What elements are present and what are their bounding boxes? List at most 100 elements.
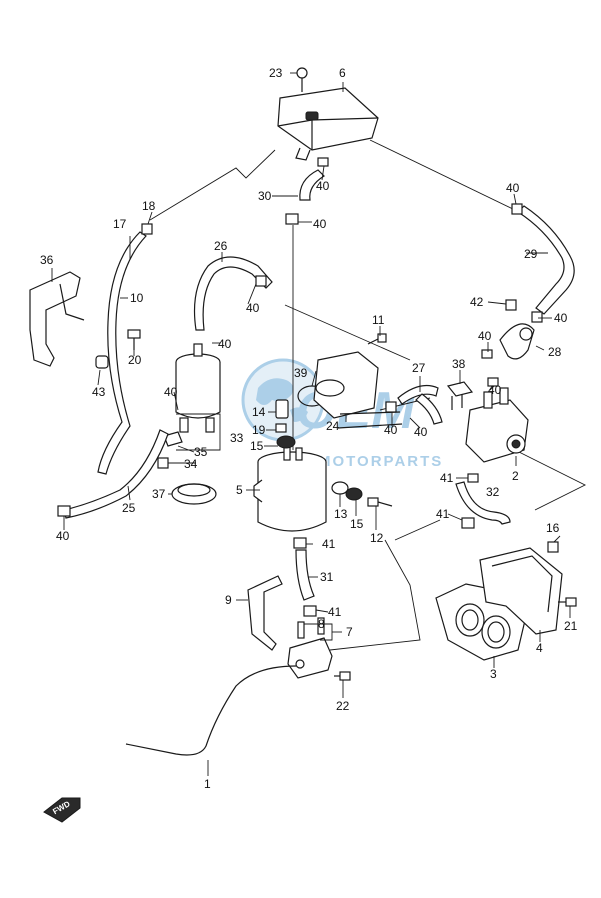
callout-9: 9	[225, 593, 232, 607]
callout-14: 14	[252, 405, 266, 419]
callout-40: 40	[488, 383, 502, 397]
callout-37: 37	[152, 487, 166, 501]
callout-41: 41	[322, 537, 336, 551]
callout-41: 41	[440, 471, 454, 485]
callout-16: 16	[546, 521, 560, 535]
part-41-clip-upper	[467, 473, 479, 483]
callout-32: 32	[486, 485, 500, 499]
part-12-bolt	[367, 497, 393, 507]
part-30-hose	[299, 169, 325, 201]
part-15-grommet-top	[276, 435, 296, 449]
clip-40-right-29	[511, 203, 523, 215]
part-34-clip	[157, 457, 169, 469]
part-5-fuel-pump	[253, 445, 327, 532]
callout-36: 36	[40, 253, 54, 267]
callout-leaders	[51, 72, 571, 776]
callout-24: 24	[326, 419, 340, 433]
callout-28: 28	[548, 345, 562, 359]
callout-18: 18	[142, 199, 156, 213]
part-24-vapor-valve	[313, 351, 403, 429]
part-43-grommet	[95, 355, 109, 369]
part-36-bracket	[29, 271, 85, 367]
callout-11: 11	[372, 313, 385, 327]
callout-43: 43	[92, 385, 106, 399]
part-20-bolt	[127, 329, 141, 350]
callout-40: 40	[246, 301, 260, 315]
watermark-tagline: MOTORPARTS	[318, 453, 443, 470]
part-13-grommet	[331, 481, 349, 495]
part-8-fittings	[297, 617, 325, 639]
part-26-hose	[193, 256, 273, 331]
clip-40-on-26	[255, 275, 267, 287]
callout-40: 40	[218, 337, 232, 351]
part-19-clip	[275, 423, 287, 433]
callout-26: 26	[214, 239, 228, 253]
clip-40-near-2	[487, 377, 499, 387]
callout-3: 3	[490, 667, 497, 681]
callout-40: 40	[384, 423, 398, 437]
callout-42: 42	[470, 295, 484, 309]
callout-40: 40	[414, 425, 428, 439]
part-33-fuel-filter	[175, 343, 221, 433]
callout-35: 35	[194, 445, 208, 459]
callout-12: 12	[370, 531, 384, 545]
callout-40: 40	[506, 181, 520, 195]
part-41-clip-lower	[461, 517, 475, 529]
callout-6: 6	[339, 66, 346, 80]
part-10-hose	[97, 231, 147, 475]
callout-33: 33	[230, 431, 244, 445]
part-9-bracket	[247, 575, 283, 651]
callout-40: 40	[478, 329, 492, 343]
callout-39: 39	[294, 366, 308, 380]
callout-22: 22	[336, 699, 350, 713]
callout-21: 21	[564, 619, 578, 633]
callout-25: 25	[122, 501, 136, 515]
callout-1: 1	[204, 777, 211, 791]
callout-5: 5	[236, 483, 243, 497]
part-35-fitting	[163, 431, 183, 447]
clip-40-near-28	[531, 311, 543, 323]
part-37-ring	[171, 483, 217, 505]
callout-2: 2	[512, 469, 519, 483]
callout-40: 40	[56, 529, 70, 543]
callout-40: 40	[316, 179, 330, 193]
part-21-bolt	[558, 597, 577, 607]
part-25-hose	[63, 429, 169, 519]
part-14-spacer	[275, 399, 289, 419]
callout-41: 41	[436, 507, 450, 521]
callout-31: 31	[320, 570, 334, 584]
callout-13: 13	[334, 507, 348, 521]
clip-41-bottom-31	[303, 605, 317, 617]
part-2-housing	[465, 387, 529, 463]
part-29-hose	[517, 205, 575, 315]
part-16-bolt	[547, 541, 559, 553]
part-31-hose	[295, 549, 315, 601]
part-23-bolt	[296, 67, 308, 92]
callout-30: 30	[258, 189, 272, 203]
part-6-vapor-canister	[277, 87, 379, 161]
part-11-bolt	[367, 333, 387, 345]
clip-40-bottom-left	[57, 505, 71, 517]
part-22-bolt	[334, 671, 351, 681]
callout-29: 29	[524, 247, 538, 261]
part-28-elbow	[499, 323, 535, 360]
callout-8: 8	[318, 617, 325, 631]
clip-40-under-30	[285, 213, 299, 225]
callout-38: 38	[452, 357, 466, 371]
callout-20: 20	[128, 353, 142, 367]
callout-15: 15	[350, 517, 364, 531]
clip-40-upper-28	[481, 349, 493, 359]
callout-40: 40	[313, 217, 327, 231]
part-27-elbow	[415, 393, 443, 425]
clip-40-top	[317, 157, 329, 167]
fwd-direction-badge: FWD	[43, 797, 81, 823]
part-32-hose	[455, 481, 511, 525]
clip-40-near-24	[385, 401, 397, 413]
callout-34: 34	[184, 457, 198, 471]
callout-40: 40	[554, 311, 568, 325]
callout-15: 15	[250, 439, 264, 453]
callout-40: 40	[164, 385, 178, 399]
part-15-grommet-lower	[345, 487, 363, 501]
callout-19: 19	[252, 423, 266, 437]
